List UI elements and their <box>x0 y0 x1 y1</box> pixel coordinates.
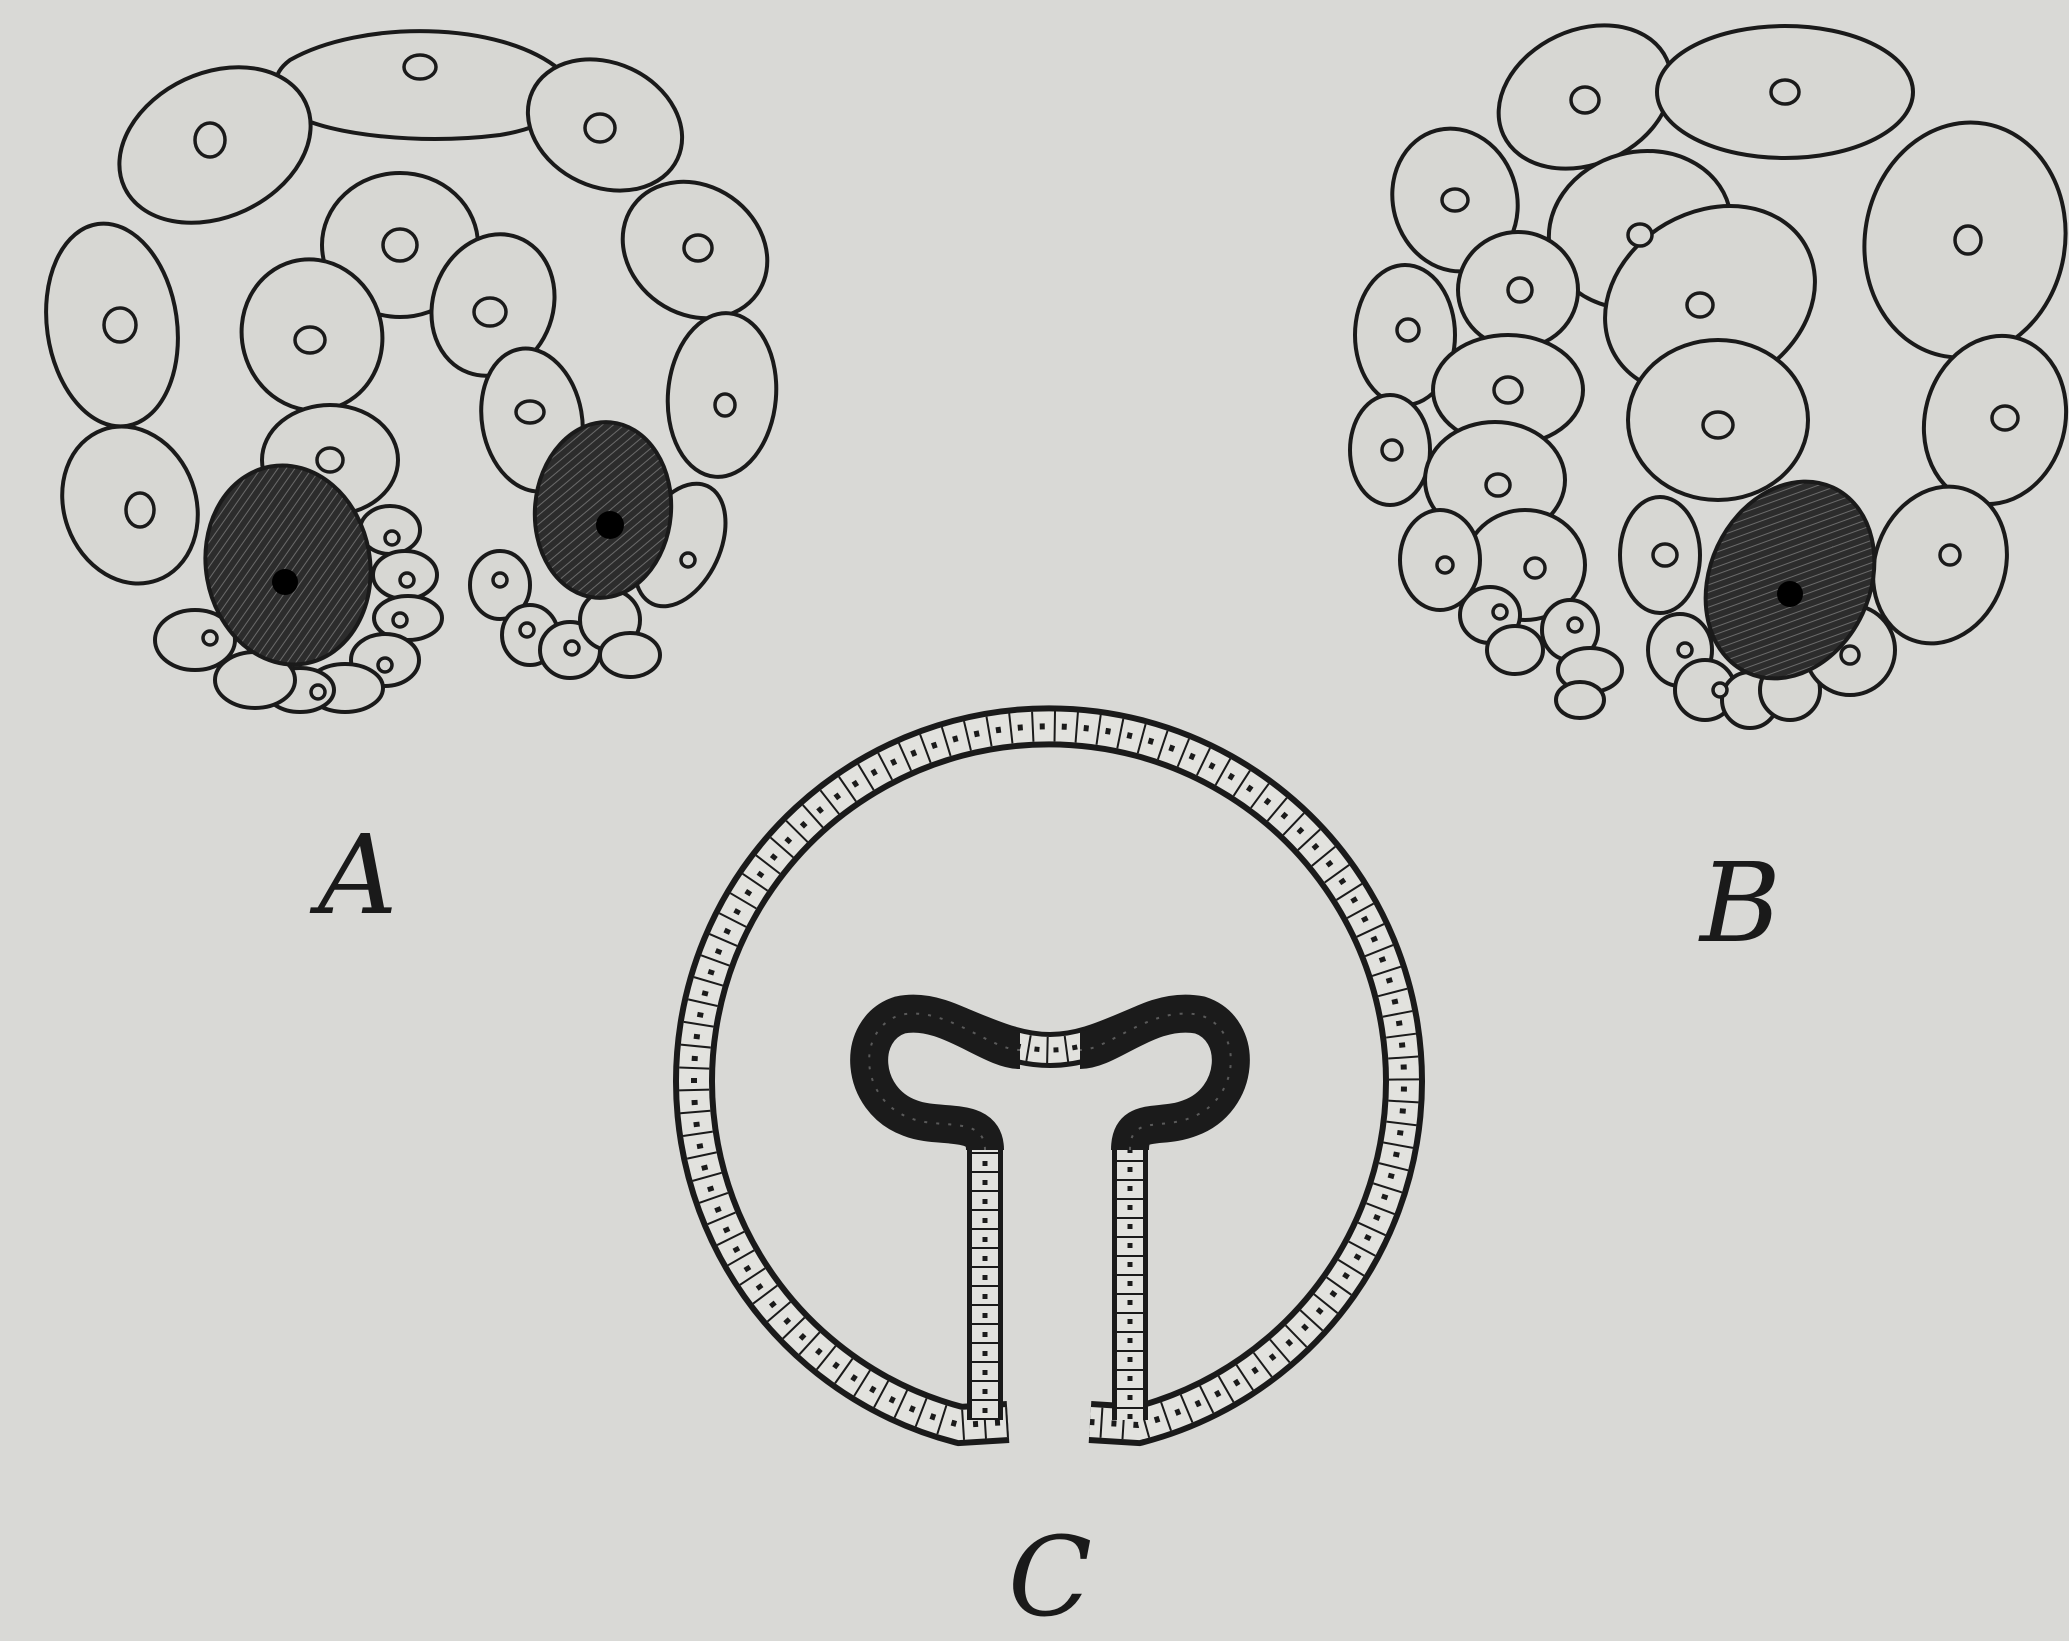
panel-a-embryo <box>33 31 794 712</box>
panel-b-label: B <box>1700 848 1781 958</box>
panel-c-gut-tube <box>869 1014 1231 1420</box>
panel-c-embryo <box>694 726 1404 1425</box>
panel-c-shaded-lobe-left <box>869 1014 1020 1150</box>
panel-b-embryo <box>1350 0 2069 728</box>
panel-a-label: A <box>318 820 397 930</box>
panel-c-label: C <box>1008 1522 1092 1632</box>
panel-c-shaded-lobe-right <box>1080 1014 1231 1150</box>
